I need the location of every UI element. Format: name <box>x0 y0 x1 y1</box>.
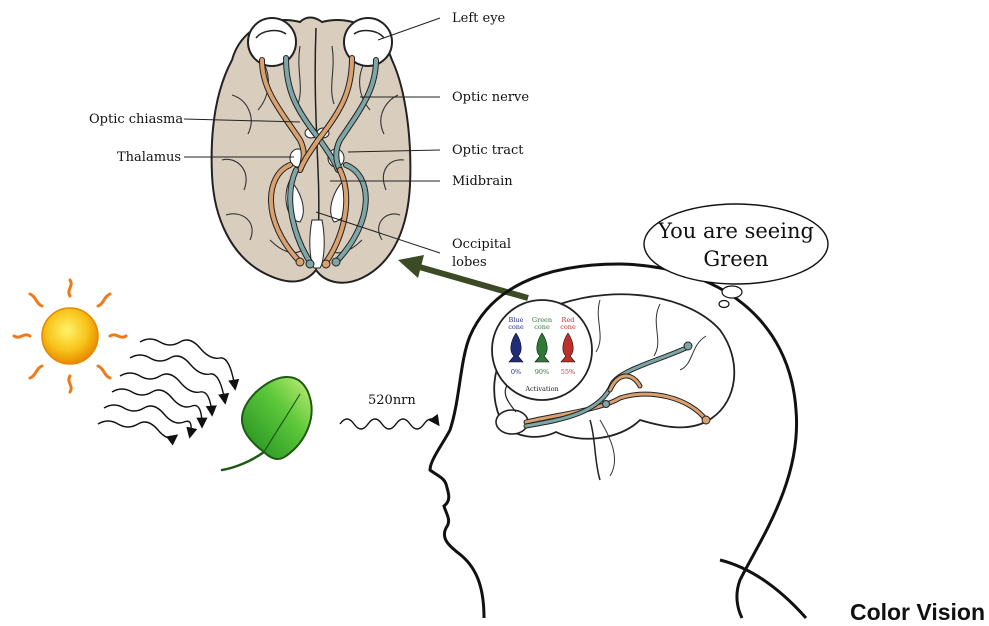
label-midbrain: Midbrain <box>452 174 513 189</box>
cone-name-line2: cone <box>560 323 576 331</box>
bubble-line1: You are seeing <box>657 219 814 243</box>
wavelength-label: 520nrn <box>368 393 416 408</box>
wavelength-wave: 520nrn <box>340 393 438 429</box>
label-lobes: lobes <box>452 255 487 270</box>
sun-icon <box>14 280 126 392</box>
bubble-line2: Green <box>703 247 768 271</box>
cone-activation-value: 55% <box>561 368 575 376</box>
light-rays <box>98 339 235 438</box>
label-optic-nerve: Optic nerve <box>452 90 529 105</box>
label-optic-chiasma: Optic chiasma <box>89 112 183 127</box>
label-occipital: Occipital <box>452 237 511 252</box>
label-left-eye: Left eye <box>452 11 506 26</box>
brain-bottom-view <box>212 18 411 283</box>
cone-name-line2: cone <box>534 323 550 331</box>
figure-title: Color Vision <box>850 599 985 625</box>
label-thalamus: Thalamus <box>117 150 181 165</box>
label-optic-tract: Optic tract <box>452 143 524 158</box>
activation-label: Activation <box>524 385 558 393</box>
cone-activation-value: 0% <box>511 368 521 376</box>
leaf-icon <box>222 377 312 470</box>
cone-activation-value: 90% <box>535 368 549 376</box>
thought-bubble: You are seeing Green <box>644 204 828 308</box>
cone-name-line2: cone <box>508 323 524 331</box>
